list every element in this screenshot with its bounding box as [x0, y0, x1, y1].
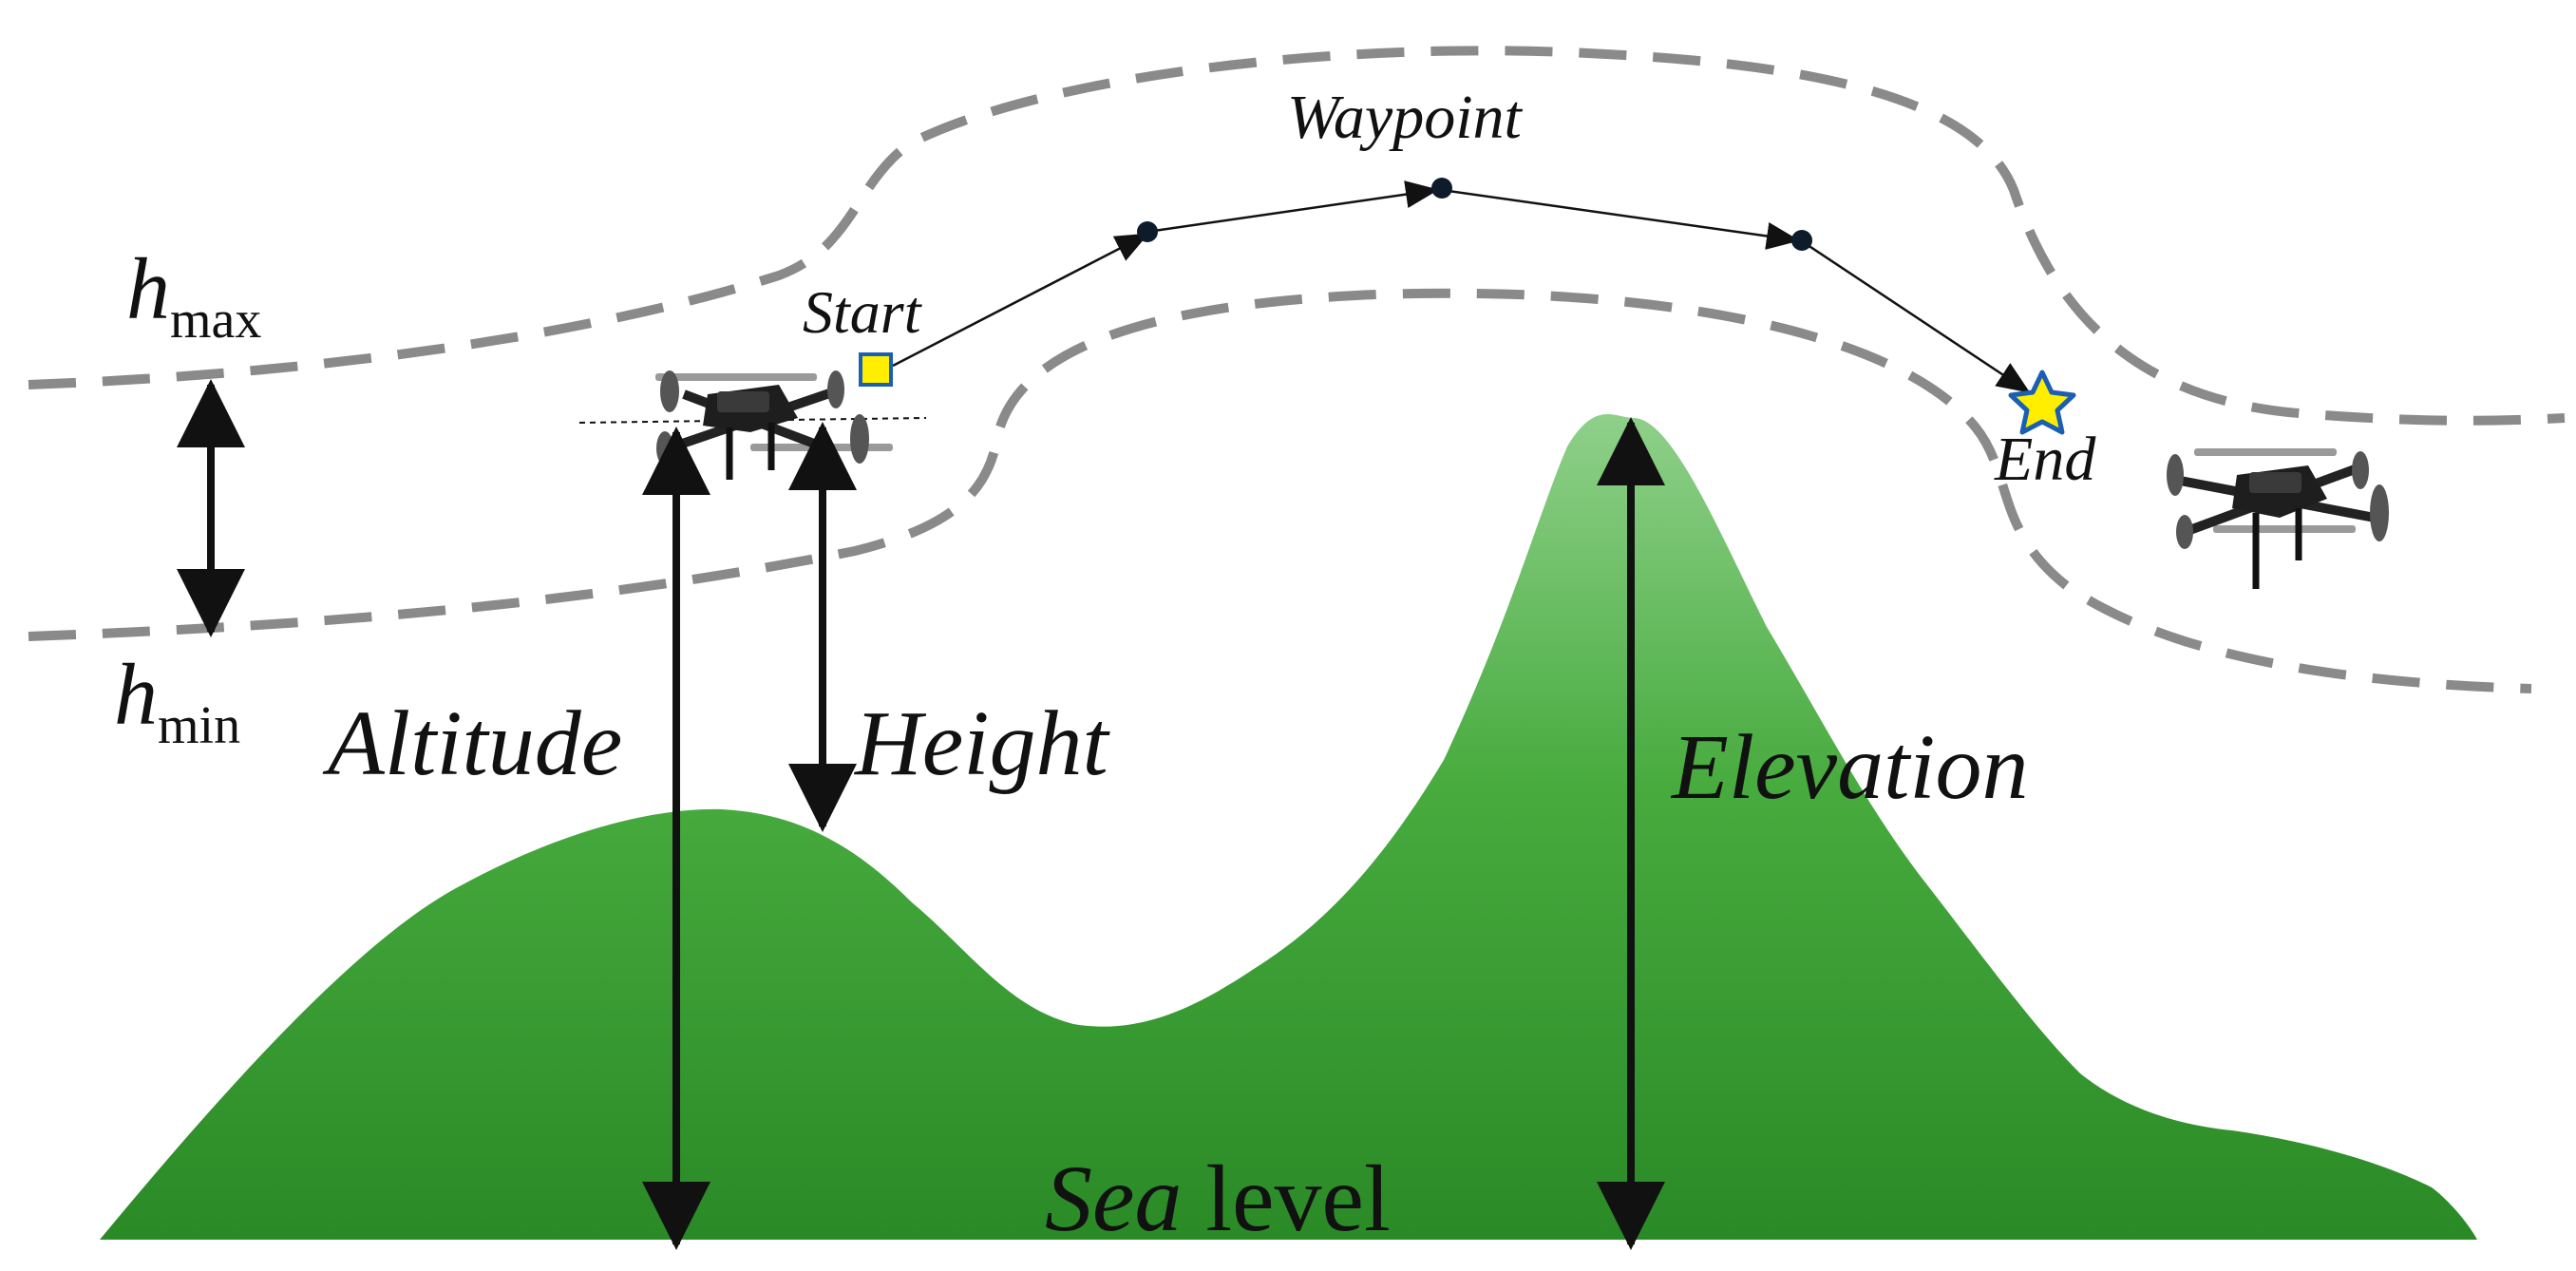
hmin-label: hmin [114, 646, 240, 755]
drone-icon-start [578, 370, 927, 480]
path-start-to-wp1 [892, 233, 1149, 368]
altitude-label: Altitude [322, 692, 622, 795]
elevation-label: Elevation [1670, 716, 2029, 819]
path-wp2-to-wp3 [1441, 188, 1800, 250]
path-wp1-to-wp2 [1146, 180, 1439, 234]
waypoint-3-dot [1791, 230, 1812, 251]
waypoint-1-dot [1137, 221, 1158, 242]
path-wp3-to-end [1801, 239, 2031, 393]
waypoint-label: Waypoint [1287, 83, 1524, 152]
hmax-label: hmax [126, 240, 261, 350]
corridor-upper-boundary [28, 46, 2566, 426]
drone-icon-end [2167, 448, 2389, 589]
end-label: End [1994, 425, 2096, 494]
start-label: Start [803, 278, 923, 346]
end-star-icon [2008, 370, 2076, 435]
terrain-mountains [100, 414, 2477, 1240]
start-square-icon [859, 352, 893, 387]
waypoint-2-dot [1431, 178, 1452, 199]
sea-level-label: Sea level [1045, 1146, 1391, 1251]
height-label: Height [853, 692, 1110, 795]
